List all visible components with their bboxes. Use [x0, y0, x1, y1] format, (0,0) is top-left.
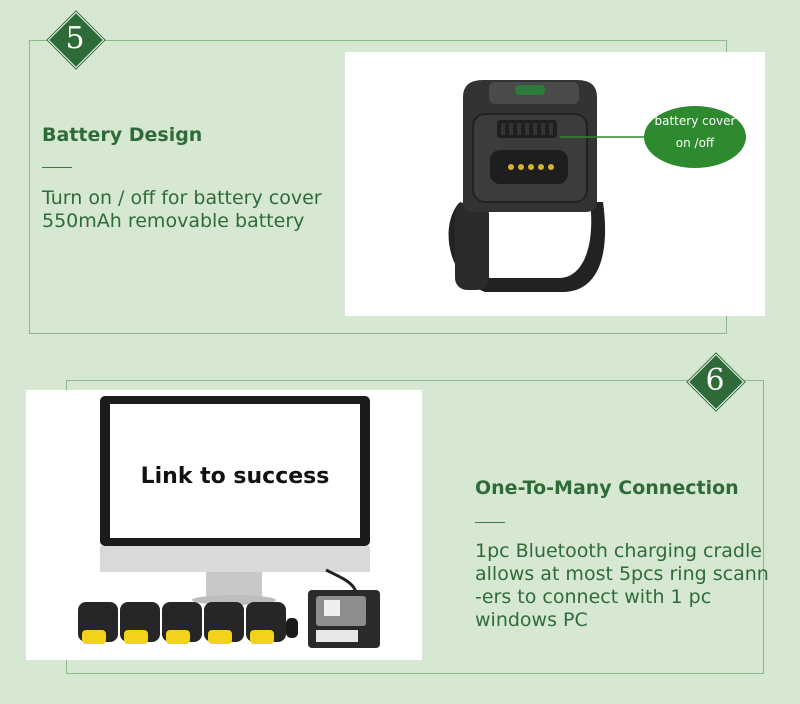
section6-title: One-To-Many Connection: [475, 477, 739, 499]
section5-divider: [42, 167, 72, 168]
battery-cover-callout: battery cover on /off: [644, 106, 746, 168]
section5-title: Battery Design: [42, 124, 203, 146]
section5-number: 5: [65, 21, 85, 56]
section6-number: 6: [705, 363, 725, 398]
section5-badge: 5: [47, 11, 105, 69]
monitor-screen-text: Link to success: [140, 464, 330, 489]
battery-product-photo: battery cover on /off: [345, 52, 765, 316]
section5-description: Turn on / off for battery cover 550mAh r…: [42, 187, 322, 232]
section6-divider: [475, 522, 505, 523]
connection-product-photo: Link to success: [26, 390, 422, 660]
section6-description: 1pc Bluetooth charging cradle allows at …: [475, 540, 769, 631]
section6-badge: 6: [687, 353, 745, 411]
ring-scanner-image: [448, 80, 645, 292]
monitor-and-scanners-image: [78, 396, 380, 648]
